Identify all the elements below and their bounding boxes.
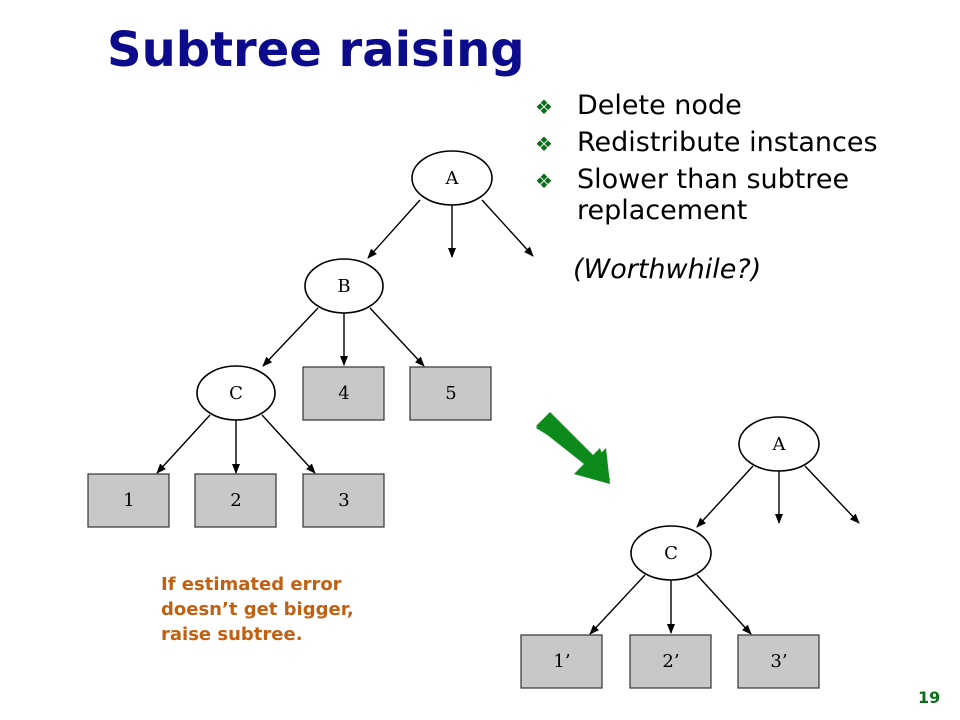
node-c: C (630, 525, 712, 581)
leaf-2-prime: 2’ (629, 634, 712, 689)
edge-a-right (804, 465, 860, 524)
green-diagonal-arrow-icon (536, 412, 610, 484)
node-b: B (304, 258, 384, 314)
node-c: C (196, 365, 276, 421)
page-number: 19 (918, 688, 941, 707)
leaf-label: 4 (338, 383, 349, 404)
diamond-bullet-icon: ❖ (535, 169, 553, 193)
bullet-text: Redistribute instances (577, 127, 878, 158)
bullet-item: ❖ Delete node (535, 90, 907, 121)
leaf-2: 2 (194, 473, 277, 528)
leaf-1: 1 (87, 473, 170, 528)
bullet-text: Delete node (577, 90, 742, 121)
leaf-5: 5 (409, 366, 492, 421)
bullet-text: Slower than subtree replacement (577, 164, 850, 226)
leaf-label: 1’ (553, 651, 570, 672)
edge-b-5 (369, 307, 425, 367)
leaf-3: 3 (302, 473, 385, 528)
leaf-label: 5 (445, 383, 456, 404)
node-label: C (664, 543, 678, 564)
caption-note: If estimated error doesn’t get bigger, r… (161, 574, 354, 645)
bullet-item: ❖ Slower than subtree replacement (535, 164, 907, 226)
edge-c-3p (696, 574, 752, 635)
node-label: B (337, 276, 350, 297)
bullet-item: ❖ Redistribute instances (535, 127, 907, 158)
node-label: C (229, 383, 243, 404)
edge-c-1p (589, 574, 646, 635)
leaf-label: 1 (123, 490, 134, 511)
tree-before: A B C 4 5 1 2 3 (87, 150, 534, 528)
node-label: A (772, 434, 787, 455)
edge-c-3 (261, 414, 316, 474)
slide-title: Subtree raising (107, 22, 525, 78)
leaf-label: 3 (338, 490, 349, 511)
diamond-bullet-icon: ❖ (535, 95, 553, 119)
node-a: A (738, 416, 820, 472)
edge-a-c (696, 465, 754, 528)
leaf-1-prime: 1’ (520, 634, 603, 689)
node-label: A (445, 168, 460, 189)
tree-after: A C 1’ 2’ 3’ (520, 416, 860, 689)
worthwhile-note: (Worthwhile?) (573, 254, 762, 285)
leaf-label: 2’ (662, 651, 679, 672)
node-a: A (411, 150, 493, 206)
edge-a-right (481, 199, 534, 257)
diamond-bullet-icon: ❖ (535, 132, 553, 156)
leaf-4: 4 (302, 366, 385, 421)
edge-b-c (262, 307, 319, 367)
leaf-3-prime: 3’ (737, 634, 820, 689)
edge-c-1 (156, 414, 211, 474)
edge-a-b (367, 199, 421, 259)
bullet-list: ❖ Delete node ❖ Redistribute instances ❖ Sl… (535, 90, 907, 232)
leaf-label: 2 (230, 490, 241, 511)
leaf-label: 3’ (770, 651, 787, 672)
